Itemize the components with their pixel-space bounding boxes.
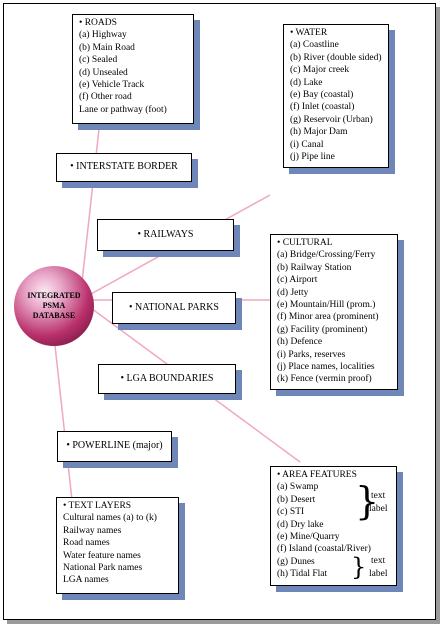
hub-line: INTEGRATED: [27, 291, 81, 300]
connector-roads: [79, 119, 101, 301]
text-layers-item: Road names: [63, 538, 110, 549]
area-features-box: • AREA FEATURES (a) Swamp (b) Desert (c)…: [270, 466, 397, 586]
cultural-item: (d) Jetty: [277, 287, 309, 298]
area-features-item: (d) Dry lake: [277, 519, 324, 530]
right-brace-icon: }: [355, 479, 380, 523]
interstate-border-label: • INTERSTATE BORDER: [70, 161, 178, 173]
hub-line: PSMA: [42, 301, 66, 310]
area-features-side-label: text: [371, 556, 386, 566]
area-features-side-label: label: [369, 504, 388, 514]
lga-boundaries-label: • LGA BOUNDARIES: [120, 372, 214, 384]
roads-item: (e) Vehicle Track: [79, 80, 145, 91]
railways-label: • RAILWAYS: [137, 228, 194, 240]
area-features-item: (f) Island (coastal/River): [277, 544, 371, 555]
text-layers-item: Water feature names: [63, 550, 141, 561]
water-item: (j) Pipe line: [290, 152, 335, 163]
roads-title: • ROADS: [79, 18, 117, 28]
hub-line: DATABASE: [32, 311, 76, 320]
text-layers-item: Cultural names (a) to (k): [63, 513, 157, 524]
water-item: (c) Major creek: [290, 65, 350, 76]
interstate-border-box: • INTERSTATE BORDER: [56, 153, 192, 182]
water-item: (h) Major Dam: [290, 127, 348, 138]
text-layers-item: National Park names: [63, 563, 143, 574]
text-layers-title: • TEXT LAYERS: [63, 501, 132, 511]
railways-box: • RAILWAYS: [97, 219, 234, 251]
area-features-side-label: label: [369, 569, 388, 579]
roads-item: (c) Sealed: [79, 55, 118, 66]
area-features-title: • AREA FEATURES: [277, 470, 357, 480]
roads-item: (f) Other road: [79, 92, 132, 103]
area-features-side-label: text: [371, 491, 386, 501]
cultural-item: (b) Railway Station: [277, 262, 352, 273]
roads-item: (d) Unsealed: [79, 67, 128, 78]
area-features-item: (e) Mine/Quarry: [277, 532, 340, 543]
cultural-item: (g) Facility (prominent): [277, 324, 368, 335]
cultural-box: • CULTURAL (a) Bridge/Crossing/Ferry (b)…: [270, 234, 398, 390]
national-parks-label: • NATIONAL PARKS: [129, 301, 219, 313]
cultural-item: (f) Minor area (prominent): [277, 312, 379, 323]
powerline-label: • POWERLINE (major): [66, 440, 163, 452]
area-features-item: (g) Dunes: [277, 556, 315, 567]
water-item: (a) Coastline: [290, 40, 339, 51]
integrated-psma-database-hub: INTEGRATED PSMA DATABASE: [14, 266, 94, 346]
cultural-item: (h) Defence: [277, 337, 323, 348]
roads-item: (a) Highway: [79, 30, 127, 41]
water-item: (f) Inlet (coastal): [290, 102, 355, 113]
cultural-item: (k) Fence (vermin proof): [277, 374, 372, 385]
text-layers-item: LGA names: [63, 575, 109, 586]
roads-box: • ROADS (a) Highway (b) Main Road (c) Se…: [72, 14, 194, 124]
water-item: (d) Lake: [290, 77, 323, 88]
area-features-item: (h) Tidal Flat: [277, 569, 328, 580]
text-layers-box: • TEXT LAYERS Cultural names (a) to (k) …: [56, 497, 179, 594]
cultural-item: (i) Parks, reserves: [277, 349, 346, 360]
area-features-item: (b) Desert: [277, 494, 316, 505]
water-item: (i) Canal: [290, 139, 324, 150]
roads-item: (b) Main Road: [79, 42, 135, 53]
cultural-title: • CULTURAL: [277, 238, 333, 248]
right-brace-icon: }: [351, 553, 367, 581]
cultural-item: (j) Place names, localities: [277, 362, 375, 373]
water-item: (e) Bay (coastal): [290, 90, 354, 101]
water-item: (b) River (double sided): [290, 52, 382, 63]
water-box: • WATER (a) Coastline (b) River (double …: [283, 24, 389, 168]
water-title: • WATER: [290, 28, 328, 38]
cultural-item: (a) Bridge/Crossing/Ferry: [277, 250, 376, 261]
cultural-item: (e) Mountain/Hill (prom.): [277, 300, 376, 311]
area-features-item: (c) STI: [277, 507, 305, 518]
water-item: (g) Reservoir (Urban): [290, 114, 373, 125]
lga-boundaries-box: • LGA BOUNDARIES: [98, 364, 236, 394]
cultural-item: (c) Airport: [277, 275, 318, 286]
text-layers-item: Railway names: [63, 525, 122, 536]
area-features-item: (a) Swamp: [277, 482, 319, 493]
powerline-box: • POWERLINE (major): [57, 431, 172, 462]
national-parks-box: • NATIONAL PARKS: [112, 292, 236, 324]
roads-item: Lane or pathway (foot): [79, 104, 167, 115]
